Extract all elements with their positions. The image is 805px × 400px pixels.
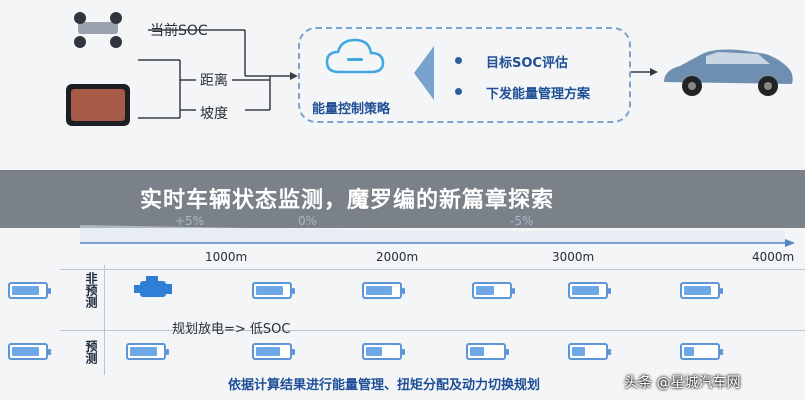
bullet-1: 目标SOC评估 <box>486 56 568 71</box>
battery-row1-1 <box>8 282 51 299</box>
bullet-2: 下发能量管理方案 <box>486 87 591 102</box>
battery-row1-3 <box>362 282 405 299</box>
faded-label-3: -5% <box>510 214 534 228</box>
distance-label: 距离 <box>200 73 228 89</box>
battery-fill <box>476 286 494 295</box>
row-divider-mid <box>60 330 805 331</box>
tick-1000m: 1000m <box>205 250 248 264</box>
battery-fill <box>256 286 283 295</box>
cloud-icon <box>323 34 387 84</box>
chassis-image <box>70 8 128 52</box>
battery-fill <box>130 347 157 356</box>
tick-2000m: 2000m <box>376 250 419 264</box>
row2-label: 预测 <box>84 340 98 364</box>
battery-fill <box>366 286 392 295</box>
triangle-separator <box>414 46 436 104</box>
strategy-box <box>298 27 631 123</box>
battery-row2-1 <box>8 343 51 360</box>
bottom-note: 依据计算结果进行能量管理、扭矩分配及动力切换规划 <box>228 378 541 393</box>
soc-label: 当前SOC <box>150 23 208 39</box>
tick-4000m: 4000m <box>752 250 795 264</box>
watermark: 头条 @星城汽车网 <box>624 375 741 391</box>
engine-icon <box>134 273 174 307</box>
banner-title: 实时车辆状态监测，魔罗编的新篇章探索 <box>140 188 555 213</box>
slope-label: 坡度 <box>200 106 228 122</box>
battery-row2-3 <box>252 343 295 360</box>
road-slope <box>80 225 795 247</box>
car-image <box>658 42 798 106</box>
battery-row1-6 <box>680 282 723 299</box>
battery-fill <box>684 286 711 295</box>
bullet-dot-1 <box>455 57 462 64</box>
row-divider-top <box>60 269 805 270</box>
battery-fill <box>12 286 39 295</box>
battery-fill <box>12 347 39 356</box>
battery-row2-5 <box>466 343 509 360</box>
row-label-divider <box>104 265 105 375</box>
battery-fill <box>256 347 280 356</box>
battery-fill <box>684 347 694 356</box>
faded-label-2: 0% <box>298 214 318 228</box>
battery-fill <box>470 347 484 356</box>
battery-row2-7 <box>680 343 723 360</box>
battery-row2-4 <box>362 343 405 360</box>
faded-label-1: +5% <box>175 214 205 228</box>
battery-row2-2 <box>126 343 169 360</box>
row1-label: 非预测 <box>84 272 98 308</box>
banner-overlay <box>0 170 805 228</box>
strategy-label: 能量控制策略 <box>312 102 391 117</box>
connector-lines <box>138 29 658 119</box>
battery-fill <box>366 347 382 356</box>
display-screen-image <box>66 84 130 126</box>
battery-row1-4 <box>472 282 515 299</box>
battery-row1-5 <box>568 282 611 299</box>
battery-row2-6 <box>568 343 611 360</box>
plan-note: 规划放电=> 低SOC <box>172 322 291 337</box>
battery-row1-2 <box>252 282 295 299</box>
bullet-dot-2 <box>455 88 462 95</box>
battery-fill <box>572 286 599 295</box>
battery-fill <box>572 347 585 356</box>
tick-3000m: 3000m <box>552 250 595 264</box>
